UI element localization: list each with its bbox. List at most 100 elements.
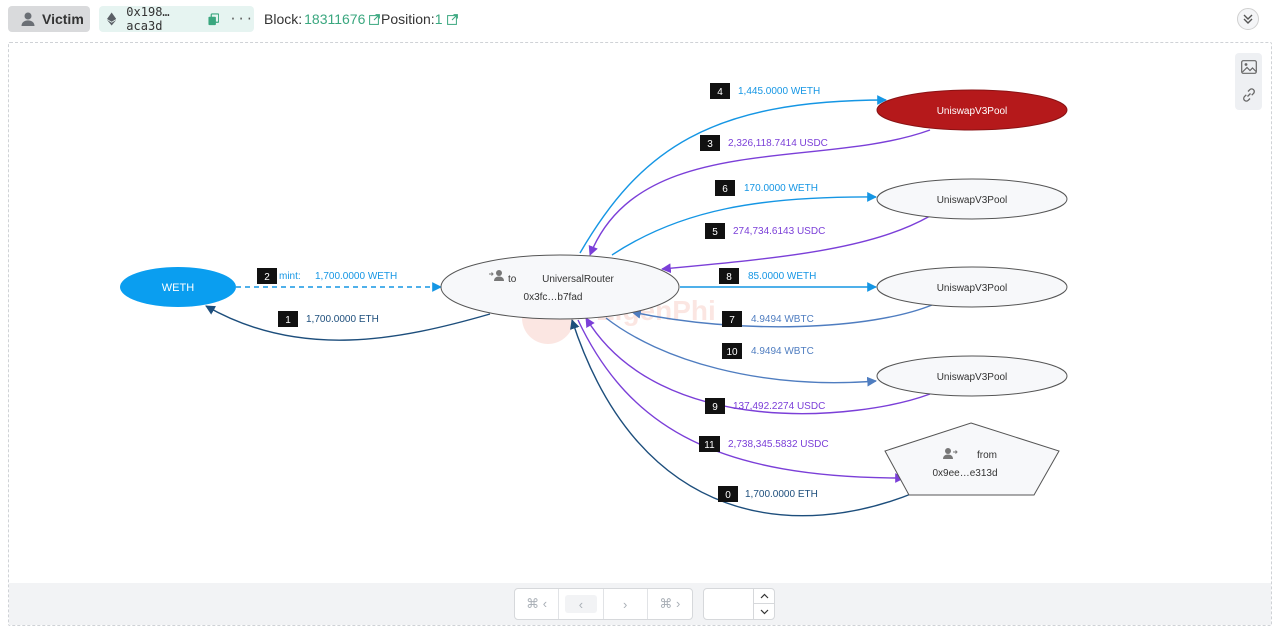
edge-label-1-step: 1 (285, 315, 291, 326)
edge-label-4-step: 4 (717, 87, 723, 98)
edge-label-9-text: 137,492.2274 USDC (733, 401, 825, 412)
header-bar: Victim 0x198…aca3d ··· Block: 18311676 P… (0, 0, 1280, 40)
edge-label-3: 3 2,326,118.7414 USDC (700, 135, 828, 151)
more-button[interactable]: ··· (229, 12, 255, 26)
image-export-icon (1240, 60, 1257, 74)
node-from-address[interactable]: from 0x9ee…e313d (884, 422, 1060, 496)
pool-3-label: UniswapV3Pool (937, 283, 1008, 294)
edge-label-8-text: 85.0000 WETH (748, 271, 816, 282)
edge-label-9-step: 9 (712, 402, 718, 413)
edge-label-10-text: 4.9494 WBTC (751, 346, 814, 357)
double-chevron-down-icon (1243, 14, 1253, 24)
edge-3[interactable] (588, 129, 931, 256)
block-link[interactable]: 18311676 (304, 11, 366, 27)
user-arrow-icon (943, 448, 958, 459)
edge-label-2: 2 mint: 1,700.0000 WETH (257, 268, 397, 284)
edge-label-4-text: 1,445.0000 WETH (738, 86, 820, 97)
pager: ⌘ ‹ ‹ › ⌘ › (514, 588, 693, 620)
edge-4[interactable] (579, 95, 887, 254)
edge-label-8-step: 8 (726, 272, 732, 283)
tx-hash-pill[interactable]: 0x198…aca3d ··· (99, 5, 255, 33)
edge-label-10: 10 4.9494 WBTC (722, 343, 814, 359)
edge-11[interactable] (577, 319, 905, 483)
edge-label-5-step: 5 (712, 227, 718, 238)
graph-canvas[interactable] (8, 42, 1272, 626)
prev-page-label: ‹ (564, 595, 597, 613)
router-name: UniversalRouter (542, 274, 614, 285)
edge-label-7: 7 4.9494 WBTC (722, 311, 814, 327)
edge-label-5-text: 274,734.6143 USDC (733, 226, 825, 237)
first-page-button[interactable]: ⌘ ‹ (515, 589, 560, 619)
next-page-button[interactable]: › (604, 589, 648, 619)
user-icon (21, 12, 35, 26)
position-label: Position: (381, 11, 435, 27)
node-pool-1[interactable]: UniswapV3Pool (876, 89, 1068, 131)
prev-page-button[interactable]: ‹ (559, 589, 604, 619)
edge-1[interactable] (205, 305, 491, 341)
chevron-down-icon (760, 609, 768, 614)
edge-label-6-text: 170.0000 WETH (744, 183, 818, 194)
edge-label-7-text: 4.9494 WBTC (751, 314, 814, 325)
victim-label: Victim (42, 11, 84, 27)
last-page-button[interactable]: ⌘ › (648, 589, 692, 619)
edge-label-11-step: 11 (704, 440, 715, 451)
pool-4-label: UniswapV3Pool (937, 372, 1008, 383)
victim-badge[interactable]: Victim (8, 6, 90, 32)
position-info: Position: 1 (381, 11, 458, 27)
edge-label-1: 1 1,700.0000 ETH (278, 311, 379, 327)
edge-label-3-step: 3 (707, 139, 713, 150)
share-link-button[interactable] (1235, 81, 1262, 109)
last-page-label: ⌘ › (659, 596, 681, 611)
ethereum-icon (107, 12, 117, 26)
first-page-label: ⌘ ‹ (526, 596, 548, 611)
copy-icon[interactable] (208, 12, 220, 26)
node-pool-2[interactable]: UniswapV3Pool (876, 178, 1068, 220)
edge-label-7-step: 7 (729, 315, 735, 326)
node-pool-3[interactable]: UniswapV3Pool (876, 266, 1068, 308)
tx-hash: 0x198…aca3d (126, 5, 170, 33)
edge-label-2-step: 2 (264, 272, 270, 283)
graph-toolbar (1235, 53, 1262, 110)
edge-0[interactable] (570, 319, 917, 517)
user-arrow-icon (489, 270, 504, 281)
edge-label-0-text: 1,700.0000 ETH (745, 489, 818, 500)
edge-10[interactable] (605, 317, 877, 387)
edge-6[interactable] (611, 192, 877, 256)
next-page-label: › (622, 596, 628, 612)
from-address: 0x9ee…e313d (932, 468, 997, 479)
edge-label-3-text: 2,326,118.7414 USDC (728, 138, 828, 149)
link-icon (1242, 88, 1255, 102)
edge-label-11: 11 2,738,345.5832 USDC (699, 436, 829, 452)
block-info: Block: 18311676 (264, 11, 381, 27)
export-image-button[interactable] (1235, 53, 1262, 81)
block-label: Block: (264, 11, 303, 27)
edge-label-0-step: 0 (725, 490, 731, 501)
node-weth[interactable]: WETH (120, 267, 236, 307)
page-stepper[interactable] (703, 588, 775, 620)
edge-label-2-prefix: mint: (279, 271, 301, 282)
stepper-up-button[interactable] (754, 589, 774, 604)
external-link-icon[interactable] (369, 13, 381, 25)
edge-label-10-step: 10 (726, 347, 738, 358)
node-weth-label: WETH (162, 282, 194, 294)
edge-label-5: 5 274,734.6143 USDC (705, 223, 825, 239)
node-universal-router[interactable]: to UniversalRouter 0x3fc…b7fad (440, 254, 680, 320)
stepper-down-button[interactable] (754, 604, 774, 619)
node-pool-4[interactable]: UniswapV3Pool (876, 355, 1068, 397)
edge-label-4: 4 1,445.0000 WETH (710, 83, 820, 99)
edge-9[interactable] (585, 317, 931, 415)
edge-label-0: 0 1,700.0000 ETH (718, 486, 818, 502)
pool-2-label: UniswapV3Pool (937, 195, 1008, 206)
edge-7[interactable] (631, 304, 933, 328)
position-link[interactable]: 1 (434, 11, 443, 27)
external-link-icon[interactable] (446, 13, 458, 25)
pool-1-label: UniswapV3Pool (937, 106, 1008, 117)
router-prefix: to (508, 274, 517, 285)
stepper-arrows (753, 589, 774, 619)
from-prefix: from (977, 450, 997, 461)
edge-label-1-text: 1,700.0000 ETH (306, 314, 379, 325)
chevron-up-icon (760, 593, 768, 599)
edge-5[interactable] (661, 215, 931, 274)
collapse-button[interactable] (1237, 8, 1259, 30)
